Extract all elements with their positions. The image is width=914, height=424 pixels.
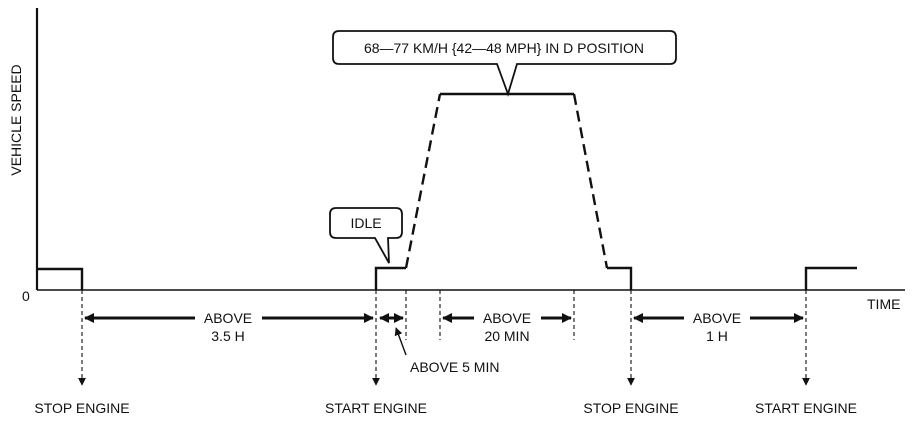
stop-engine-label-2: STOP ENGINE xyxy=(583,400,678,416)
x-axis-label: TIME xyxy=(867,296,900,312)
speed-callout: 68—77 KM/H {42—48 MPH} IN D POSITION xyxy=(332,30,677,97)
idle-step-line xyxy=(374,266,406,290)
cooldown-idle-line xyxy=(607,266,633,290)
start-engine-label-2: START ENGINE xyxy=(755,400,857,416)
accelerate-dashed-line xyxy=(404,93,442,269)
interval-labels: ABOVE 3.5 H ABOVE 5 MIN ABOVE 20 MIN ABO… xyxy=(204,310,741,375)
interval-5min-label: ABOVE 5 MIN xyxy=(410,359,499,375)
event-labels: STOP ENGINE START ENGINE STOP ENGINE STA… xyxy=(34,400,857,416)
initial-idle-line xyxy=(37,267,84,290)
axes: VEHICLE SPEED TIME 0 xyxy=(8,8,905,312)
decelerate-dashed-line xyxy=(572,93,609,269)
start-engine-label-1: START ENGINE xyxy=(325,400,427,416)
stop-engine-label-1: STOP ENGINE xyxy=(34,400,129,416)
interval-1h-line2: 1 H xyxy=(706,328,728,344)
interval-1h-line1: ABOVE xyxy=(693,310,741,326)
y-axis-label: VEHICLE SPEED xyxy=(8,64,24,175)
speed-callout-bubble xyxy=(332,30,677,97)
restart-idle-line xyxy=(804,266,857,290)
above-5-min-leader xyxy=(394,327,407,356)
idle-callout: IDLE xyxy=(329,207,403,264)
interval-20min-line1: ABOVE xyxy=(483,310,531,326)
speed-profile xyxy=(37,92,857,290)
speed-callout-text: 68—77 KM/H {42—48 MPH} IN D POSITION xyxy=(364,40,644,56)
idle-callout-bubble xyxy=(329,207,403,264)
guide-lines xyxy=(78,290,810,386)
interval-3-5h-line1: ABOVE xyxy=(204,310,252,326)
origin-label: 0 xyxy=(22,288,30,304)
interval-3-5h-line2: 3.5 H xyxy=(211,328,244,344)
interval-20min-line2: 20 MIN xyxy=(484,328,529,344)
idle-callout-text: IDLE xyxy=(350,215,381,231)
